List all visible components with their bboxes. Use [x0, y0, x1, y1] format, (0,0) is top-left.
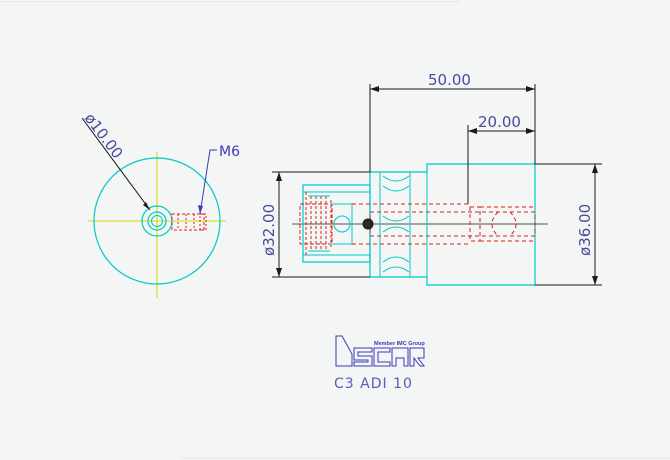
thread-label: M6	[219, 144, 240, 160]
iscar-logo: Member IMC Group	[335, 335, 425, 367]
length-partial-label: 20.00	[478, 113, 521, 131]
dimension-lines	[272, 84, 602, 286]
length-total-label: 50.00	[428, 71, 471, 89]
end-view: ø10.00 M6	[81, 110, 240, 298]
dia-bore-label: ø10.00	[81, 110, 127, 162]
drawing-title: C3 ADI 10	[334, 376, 413, 392]
dia-small-label: ø32.00	[260, 204, 278, 256]
dia-large-label: ø36.00	[576, 204, 594, 256]
side-view	[292, 163, 548, 286]
logo-tagline: Member IMC Group	[374, 341, 425, 347]
